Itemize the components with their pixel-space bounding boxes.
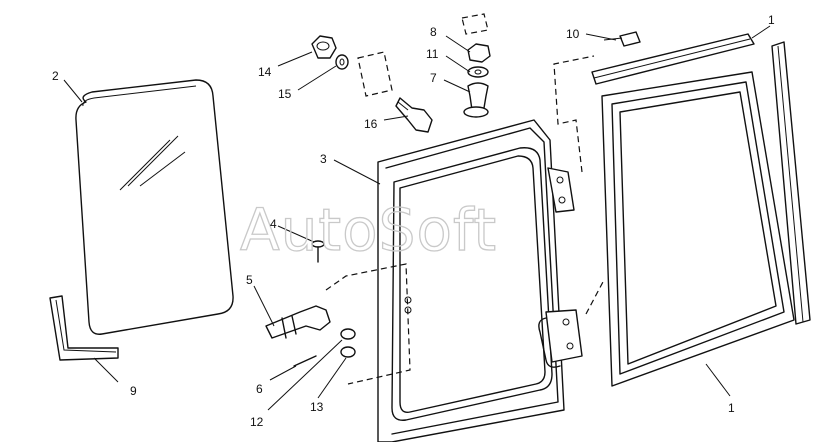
weatherstrip-frame (601, 71, 795, 387)
callout-8: 8 (430, 25, 437, 39)
callout-15: 15 (278, 87, 292, 101)
callout-1-bottom: 1 (728, 401, 735, 415)
callout-12: 12 (250, 415, 264, 429)
seal-strip (49, 295, 119, 361)
callout-10: 10 (566, 27, 580, 41)
nut (311, 35, 337, 59)
callout-7: 7 (430, 71, 437, 85)
callout-16: 16 (364, 117, 378, 131)
washer (335, 54, 349, 70)
callout-2: 2 (52, 69, 59, 83)
watermark: AutoSoft (240, 196, 497, 264)
hinge-pin-stack (463, 43, 491, 118)
stopper (395, 97, 433, 133)
callout-9: 9 (130, 384, 137, 398)
callout-5: 5 (246, 273, 253, 287)
leader-lines (63, 25, 771, 411)
side-seal-strip (771, 41, 811, 325)
callout-13: 13 (310, 400, 324, 414)
latch-bracket (265, 305, 331, 339)
assembly-guide-lines (325, 13, 605, 385)
top-seal-strip (591, 33, 755, 85)
door-frame (377, 119, 583, 442)
callout-11: 11 (426, 47, 439, 61)
callout-4: 4 (270, 217, 277, 231)
cotter-pin (293, 355, 317, 367)
washer-pair (340, 328, 356, 358)
glass-pane (75, 79, 234, 335)
callout-3: 3 (320, 152, 327, 166)
callout-14: 14 (258, 65, 272, 79)
callout-1-top: 1 (768, 13, 775, 27)
callout-labels: 2 3 4 5 6 12 13 9 14 15 16 7 11 8 10 1 1 (52, 13, 775, 429)
callout-6: 6 (256, 382, 263, 396)
latch-bolt (311, 240, 325, 263)
